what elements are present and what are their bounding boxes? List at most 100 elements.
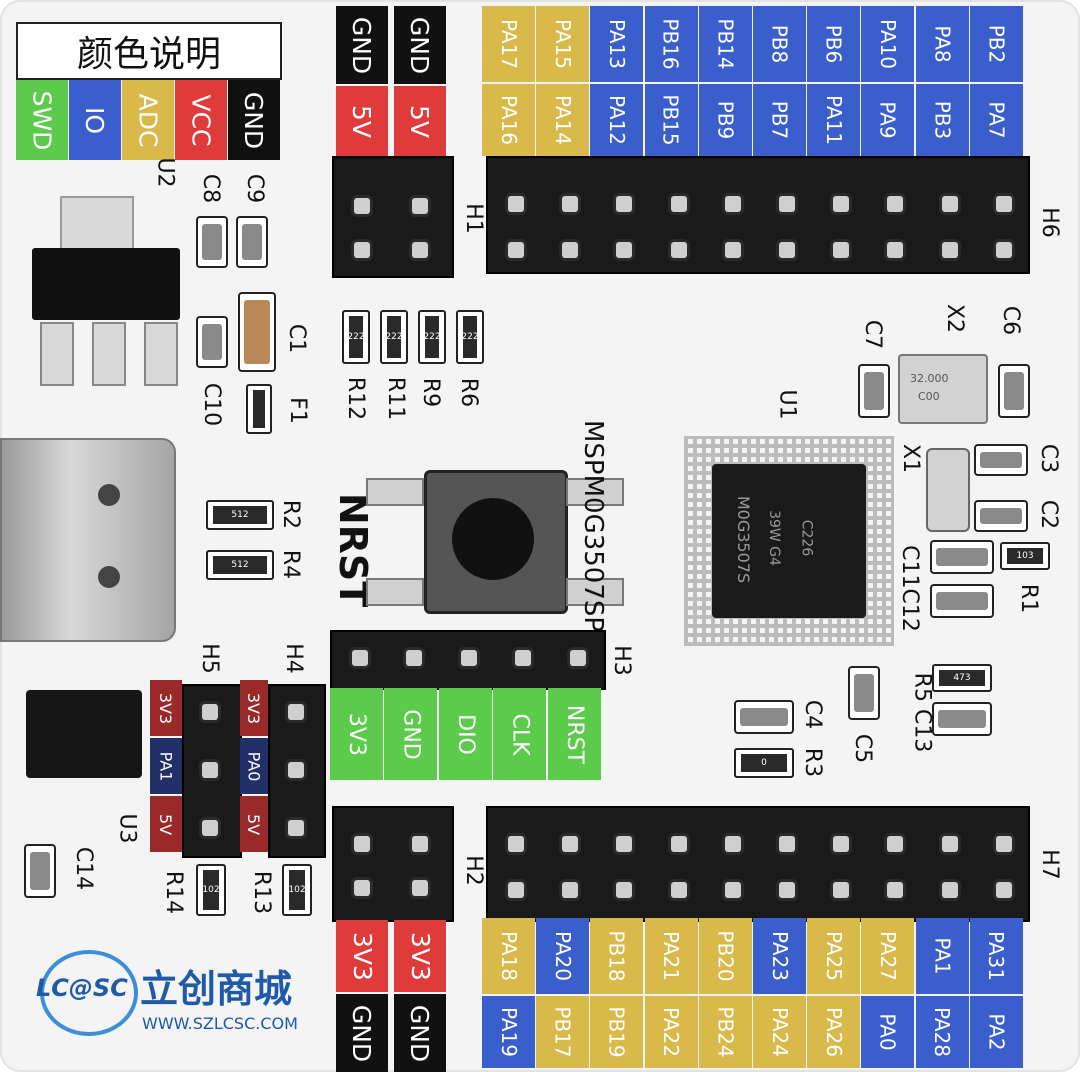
header-pin <box>406 650 423 666</box>
header-pin <box>995 836 1012 852</box>
bottom-sig-signals_top-pa20: PA20 <box>536 918 590 994</box>
header-pin <box>941 882 958 898</box>
header-pin <box>354 242 370 258</box>
swd-label-clk: CLK <box>493 688 547 780</box>
header-pin <box>288 762 304 778</box>
top-sig-signals_bottom-pa12: PA12 <box>590 84 644 156</box>
label-3v3-bottom-1: 3V3 <box>336 920 388 992</box>
designator-h5: H5 <box>196 643 222 674</box>
top-sig-signals_bottom-pa16: PA16 <box>482 84 535 156</box>
legend-item-swd: SWD <box>16 80 68 160</box>
header-pin <box>833 196 850 212</box>
header-pin <box>508 836 524 852</box>
resistor-r6: 222 <box>456 310 484 364</box>
bottom-sig-signals_top-pa27: PA27 <box>861 918 915 994</box>
jumper-header-top-left <box>332 156 454 278</box>
top-sig-signals_bottom-pa11: PA11 <box>807 84 861 156</box>
header-pin <box>995 196 1012 212</box>
designator-h6: H6 <box>1036 207 1062 238</box>
top-sig-signals_top-pa17: PA17 <box>482 6 535 82</box>
designator-r2: R2 <box>278 499 304 530</box>
fuse-f1 <box>246 384 272 434</box>
designator-r14: R14 <box>161 870 187 915</box>
bottom-sig-signals_top-pb18: PB18 <box>590 918 644 994</box>
h5-labels-pa1: PA1 <box>150 738 182 794</box>
top-sig-signals_top-pb14: PB14 <box>698 6 752 82</box>
ic-u3 <box>26 690 142 778</box>
header-pin <box>616 242 633 258</box>
resistor-r3: 0 <box>734 748 794 778</box>
header-pin <box>833 836 850 852</box>
bottom-sig-signals_bottom-pb17: PB17 <box>536 996 590 1068</box>
h4-labels-3v3: 3V3 <box>240 680 268 736</box>
chip-marking-line-3: C226 <box>798 519 815 557</box>
top-sig-signals_top-pa8: PA8 <box>915 6 969 82</box>
top-sig-signals_top-pa10: PA10 <box>861 6 915 82</box>
resistor-r2: 512 <box>206 500 274 530</box>
top-sig-signals_top-pb2: PB2 <box>969 6 1023 82</box>
legend-item-vcc: VCC <box>175 80 227 160</box>
resistor-r12: 222 <box>342 310 370 364</box>
top-sig-signals_top-pb6: PB6 <box>807 6 861 82</box>
header-pin <box>569 650 586 666</box>
header-pin <box>941 242 958 258</box>
designator-c11c12: C11C12 <box>896 545 922 632</box>
capacitor-c2 <box>974 500 1028 532</box>
header-pin <box>779 836 795 852</box>
header-pin <box>779 196 795 212</box>
capacitor-c14 <box>24 844 56 898</box>
h4-labels-pa0: PA0 <box>240 738 268 794</box>
capacitor-c11 <box>930 540 994 574</box>
bottom-sig-signals_bottom-pa2: PA2 <box>969 996 1023 1068</box>
capacitor-c7 <box>858 364 890 418</box>
capacitor-c6 <box>998 364 1030 418</box>
jumper-header-bottom-left <box>332 806 454 922</box>
header-pin <box>412 242 428 258</box>
header-pin <box>616 836 633 852</box>
header-pin <box>202 704 218 720</box>
designator-c3: C3 <box>1036 443 1062 474</box>
chip-marking-line-1: M0G3507S <box>734 495 754 584</box>
header-pin <box>670 882 687 898</box>
header-pin <box>354 198 370 214</box>
designator-u2: U2 <box>152 157 178 188</box>
top-sig-signals_top-pb16: PB16 <box>644 6 698 82</box>
regulator-body <box>32 248 180 320</box>
h5-labels-3v3: 3V3 <box>150 680 182 736</box>
header-pin <box>833 242 850 258</box>
header-pin <box>354 836 370 852</box>
label-5v-top-2: 5V <box>394 86 446 156</box>
designator-r6: R6 <box>456 377 482 408</box>
header-pin <box>887 196 904 212</box>
lcsc-logo <box>40 950 138 1036</box>
bottom-sig-signals_bottom-pa28: PA28 <box>915 996 969 1068</box>
header-pin <box>616 196 633 212</box>
top-sig-signals_bottom-pa14: PA14 <box>536 84 590 156</box>
header-pin <box>508 882 524 898</box>
usb-c-connector <box>0 438 176 642</box>
legend-title: 颜色说明 <box>16 22 282 80</box>
bottom-sig-signals_bottom-pa0: PA0 <box>861 996 915 1068</box>
capacitor-c10 <box>196 316 228 368</box>
resistor-r9: 222 <box>418 310 446 364</box>
header-pin <box>833 882 850 898</box>
top-sig-signals_bottom-pb9: PB9 <box>698 84 752 156</box>
swd-label-nrst: NRST <box>547 688 601 780</box>
designator-r13: R13 <box>249 870 275 915</box>
header-pin <box>460 650 477 666</box>
header-pin <box>202 820 218 836</box>
header-pin <box>562 196 579 212</box>
header-pin <box>887 242 904 258</box>
capacitor-c1 <box>238 292 276 372</box>
header-pin <box>508 242 524 258</box>
header-pin <box>562 242 579 258</box>
capacitor-c8 <box>196 216 228 268</box>
label-gnd-top-1: GND <box>336 6 388 84</box>
bottom-sig-signals_bottom-pa26: PA26 <box>807 996 861 1068</box>
designator-r5c13: R5 C13 <box>909 672 935 753</box>
capacitor-c12 <box>930 584 994 618</box>
legend-item-io: IO <box>69 80 121 160</box>
designator-c14: C14 <box>71 846 97 891</box>
designator-c7: C7 <box>860 319 886 350</box>
